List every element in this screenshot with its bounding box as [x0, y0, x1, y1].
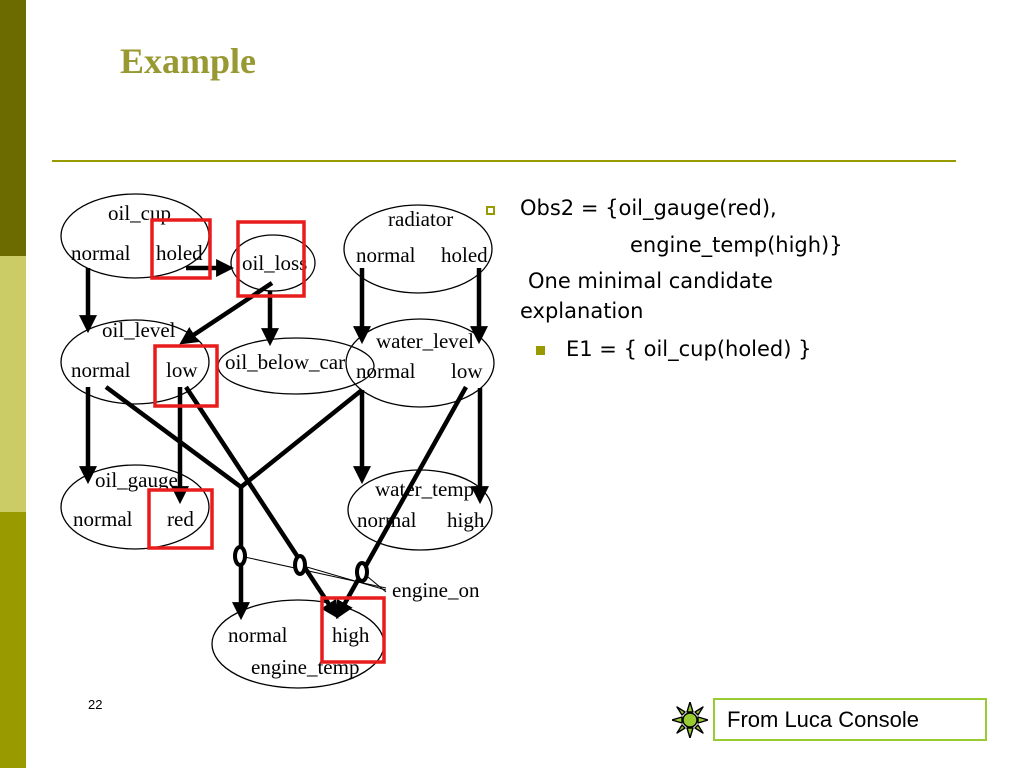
oil-gauge-red: red	[167, 507, 194, 531]
water-level-normal: normal	[356, 359, 416, 383]
engine-temp-high: high	[332, 623, 370, 647]
oil-gauge-name: oil_gauge	[95, 468, 178, 492]
edge-oil-loss-to-low	[179, 281, 274, 345]
highlight-oil-cup-holed	[150, 218, 212, 280]
oil-gauge-node	[60, 464, 210, 550]
engine-temp-name: engine_temp	[251, 655, 359, 679]
highlight-engine-temp-high	[320, 596, 386, 664]
engine-on-junction-3	[355, 561, 369, 583]
oil-level-node	[60, 319, 210, 405]
side-bar-bottom	[0, 512, 26, 768]
obs-line-2: engine_temp(high)}	[630, 233, 843, 257]
side-bar-top	[0, 0, 26, 256]
water-level-name: water_level	[376, 329, 474, 353]
engine-temp-normal: normal	[228, 623, 288, 647]
credit-text: From Luca Console	[727, 707, 919, 732]
box-bullet-icon	[486, 206, 495, 215]
radiator-normal: normal	[356, 243, 416, 267]
credit-box: From Luca Console	[713, 698, 987, 741]
title-divider	[52, 160, 956, 162]
radiator-node	[343, 204, 493, 294]
radiator-name: radiator	[388, 207, 453, 231]
oil-cup-holed: holed	[156, 241, 203, 265]
oil-below-car-name: oil_below_car	[225, 350, 345, 374]
slide-title: Example	[120, 41, 257, 81]
candidate-e1: E1 = { oil_cup(holed) }	[566, 337, 812, 361]
engine-on-junction-2	[293, 554, 307, 576]
water-level-node	[345, 318, 495, 408]
water-temp-high: high	[447, 508, 485, 532]
sun-icon	[672, 702, 708, 738]
oil-gauge-normal: normal	[73, 507, 133, 531]
slide-number: 22	[88, 697, 103, 712]
obs-line-1: Obs2 = {oil_gauge(red),	[520, 196, 777, 220]
water-level-low: low	[451, 359, 483, 383]
engine-on-junction-1	[233, 545, 247, 567]
engine-on-label: engine_on	[392, 578, 480, 602]
radiator-holed: holed	[441, 243, 488, 267]
oil-loss-name: oil_loss	[242, 251, 307, 275]
highlight-oil-level-low	[153, 344, 219, 408]
edge-oil-low-to-engine-high	[184, 385, 339, 619]
explanation-line-1: One minimal candidate	[528, 269, 773, 293]
oil-level-name: oil_level	[102, 318, 176, 342]
engine-on-link-2	[299, 564, 387, 591]
side-bar-middle	[0, 256, 26, 512]
water-temp-name: water_temp	[375, 477, 474, 501]
oil-level-low: low	[166, 358, 198, 382]
oil-cup-normal: normal	[71, 241, 131, 265]
explanation-line-2: explanation	[520, 299, 644, 323]
oil-level-normal: normal	[71, 358, 131, 382]
highlight-oil-loss	[236, 220, 306, 298]
highlight-oil-gauge-red	[147, 488, 214, 550]
square-bullet-icon	[536, 346, 545, 355]
